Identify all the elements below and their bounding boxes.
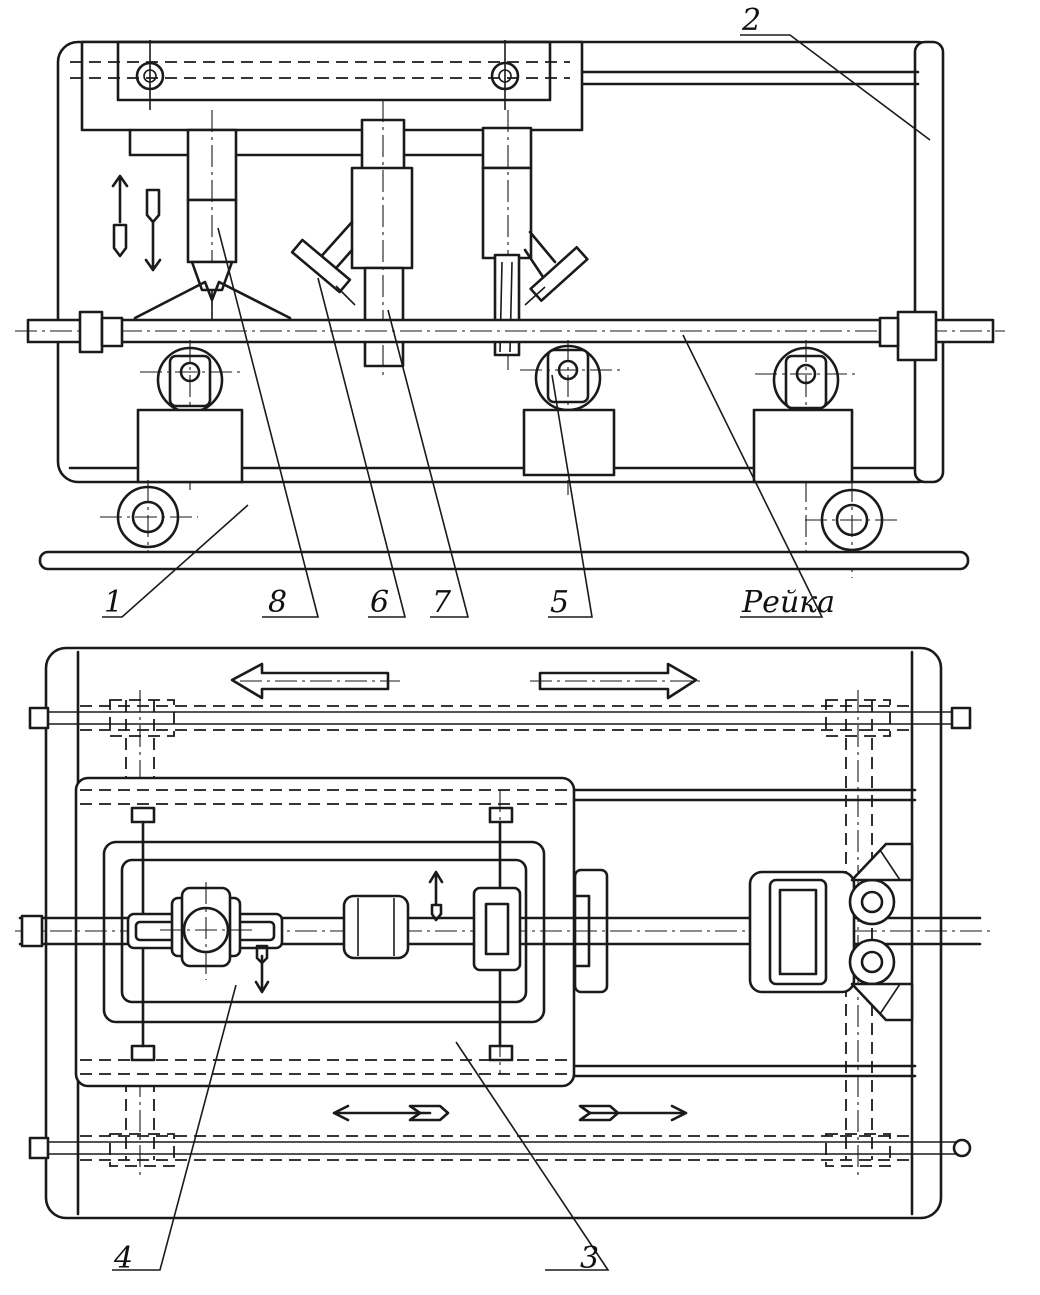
roller-cutting-unit <box>748 842 914 1022</box>
leader-lines <box>102 34 931 618</box>
wheel-left <box>100 480 198 560</box>
label-frame-1: 1 <box>104 585 123 620</box>
workpiece-rail <box>15 310 1005 362</box>
plan-frame <box>44 646 943 1220</box>
side-elevation-view <box>15 34 1005 618</box>
label-carriage-3: 3 <box>580 1241 599 1276</box>
support-roller-left <box>136 340 244 490</box>
label-rail: Рейка <box>741 585 835 620</box>
carriage-3 <box>74 776 609 1088</box>
angled-cutter-6 <box>290 238 352 294</box>
spindle-unit-7 <box>290 100 414 380</box>
support-roller-right <box>752 340 860 560</box>
up-down-arrows-icon <box>111 174 162 272</box>
ground-rail <box>38 550 970 571</box>
plan-view <box>15 646 995 1271</box>
label-motor-unit-4: 4 <box>113 1241 133 1276</box>
label-side-post-2: 2 <box>741 3 761 38</box>
label-cutter-6: 6 <box>370 585 389 620</box>
left-right-arrows-icon <box>332 1104 688 1122</box>
spindle-unit-8 <box>133 110 292 330</box>
side-post <box>913 40 945 484</box>
left-right-arrows-icon <box>230 662 705 700</box>
motor-unit-4 <box>15 840 995 1024</box>
support-roller-middle <box>520 340 620 495</box>
label-cutter-8: 8 <box>268 585 287 620</box>
label-cutter-7: 7 <box>432 585 452 620</box>
label-head-5: 5 <box>550 585 569 620</box>
